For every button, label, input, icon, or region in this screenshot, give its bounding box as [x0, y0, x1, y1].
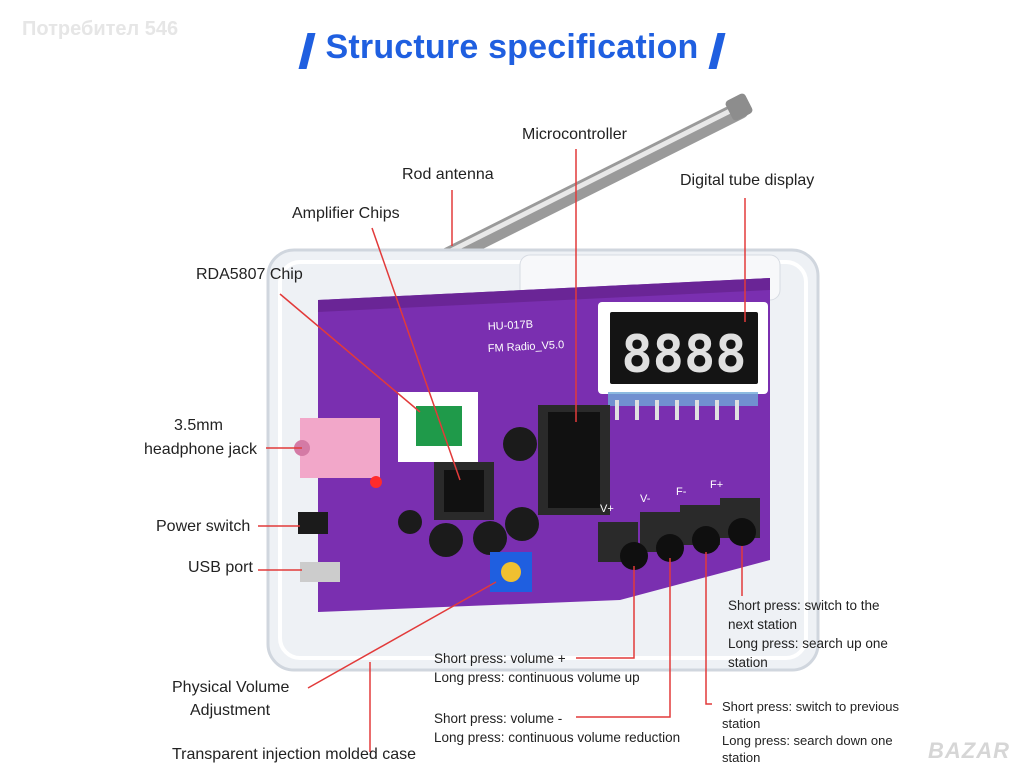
- watermark: Потребител 546: [22, 18, 179, 40]
- label-usb-port: USB port: [188, 559, 253, 576]
- bazar-logo: BAZAR: [928, 738, 1010, 763]
- page-title: Structure specification: [0, 28, 1024, 72]
- desc-prev-station: Short press: switch to previous station …: [722, 698, 899, 766]
- btn-label-vminus: V-: [640, 493, 651, 505]
- label-volume-line1: Physical Volume: [172, 679, 290, 696]
- label-amplifier-chips: Amplifier Chips: [292, 205, 400, 222]
- label-digital-display: Digital tube display: [680, 172, 815, 189]
- btn-label-fminus: F-: [676, 486, 687, 498]
- desc-next-long-1: Long press: search up one: [728, 636, 888, 651]
- label-volume-line2: Adjustment: [190, 702, 271, 719]
- desc-prev-short-2: station: [722, 716, 761, 731]
- desc-volume-up-short: Short press: volume +: [434, 651, 566, 666]
- microcontroller-chip: [538, 405, 610, 515]
- headphone-jack: [294, 418, 380, 478]
- digital-tube-display: [598, 302, 768, 394]
- title-text: Structure specification: [325, 28, 699, 66]
- desc-next-long-2: station: [728, 655, 768, 670]
- desc-next-short-1: Short press: switch to the: [728, 598, 880, 613]
- desc-prev-long-2: station: [722, 750, 761, 765]
- red-led: [370, 476, 382, 488]
- silk-label-board: HU-017B: [488, 319, 534, 333]
- label-headphone-jack-line1: 3.5mm: [174, 417, 223, 434]
- label-headphone-jack-line2: headphone jack: [144, 441, 257, 458]
- power-switch: [298, 512, 328, 534]
- amplifier-chip: [434, 462, 494, 520]
- desc-volume-up: Short press: volume + Long press: contin…: [434, 649, 640, 687]
- btn-label-vplus: V+: [600, 503, 614, 515]
- desc-volume-up-long: Long press: continuous volume up: [434, 670, 640, 685]
- rda5807-chip: [398, 392, 478, 462]
- button-group: [598, 498, 760, 570]
- desc-prev-short-1: Short press: switch to previous: [722, 699, 900, 714]
- leader-lines: [258, 149, 746, 752]
- btn-label-fplus: F+: [710, 479, 723, 491]
- capacitors: [398, 427, 539, 557]
- desc-volume-down-long: Long press: continuous volume reduction: [434, 730, 681, 745]
- desc-next-short-2: next station: [728, 617, 798, 632]
- desc-volume-down-short: Short press: volume -: [434, 711, 563, 726]
- label-rda-chip: RDA5807 Chip: [196, 266, 303, 283]
- resistor-array: [608, 392, 758, 420]
- silk-label-model: FM Radio_V5.0: [488, 339, 565, 355]
- desc-volume-down: Short press: volume - Long press: contin…: [434, 709, 680, 747]
- display-digits: 8888: [621, 325, 746, 385]
- desc-prev-long-1: Long press: search down one: [722, 733, 893, 748]
- label-power-switch: Power switch: [156, 518, 251, 535]
- label-case: Transparent injection molded case: [172, 746, 416, 763]
- label-microcontroller: Microcontroller: [522, 126, 627, 143]
- usb-port: [300, 562, 340, 582]
- volume-potentiometer: [490, 552, 532, 592]
- label-rod-antenna: Rod antenna: [402, 166, 494, 183]
- desc-next-station: Short press: switch to the next station …: [728, 596, 888, 672]
